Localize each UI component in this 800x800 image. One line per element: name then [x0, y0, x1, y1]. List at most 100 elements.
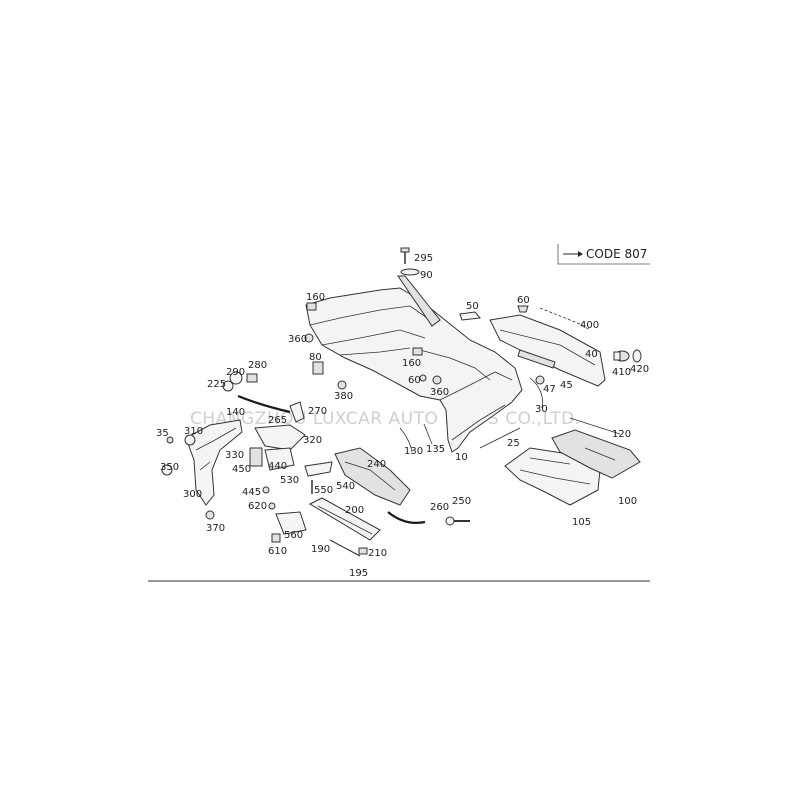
bracket-80 — [312, 361, 324, 375]
watermark: CHANGZHOU LUXCAR AUTO PARTS CO.,LTD. — [190, 409, 581, 429]
strip-135 — [423, 423, 433, 445]
bumper-cover — [305, 275, 523, 453]
bracket-270 — [289, 401, 305, 423]
callout-label: 210 — [368, 548, 387, 559]
callout-label: 440 — [268, 461, 287, 472]
moulding-400 — [489, 307, 606, 387]
bracket-560 — [275, 511, 307, 535]
callout-label: 290 — [226, 367, 245, 378]
clip-60 — [517, 305, 529, 313]
callout-label: 540 — [336, 481, 355, 492]
callout-label: 30 — [535, 404, 548, 415]
mount-290 — [229, 371, 258, 385]
callout-label: 105 — [572, 517, 591, 528]
callout-label: 265 — [268, 415, 287, 426]
callout-label: 80 — [309, 352, 322, 363]
callout-label: 360 — [288, 334, 307, 345]
callout-label: 40 — [585, 349, 598, 360]
clip-360b — [432, 375, 442, 385]
callout-label: 225 — [207, 379, 226, 390]
callout-label: 350 — [160, 462, 179, 473]
clip-90 — [400, 268, 420, 276]
callout-label: 330 — [225, 450, 244, 461]
clip-160 — [306, 302, 317, 311]
cable-260 — [387, 511, 426, 524]
callout-label: 400 — [580, 320, 599, 331]
callout-label: 200 — [345, 505, 364, 516]
callout-label: 445 — [242, 487, 261, 498]
callout-label: 250 — [452, 496, 471, 507]
callout-label: 560 — [284, 530, 303, 541]
arrow-right-icon — [563, 251, 583, 257]
callout-label: 620 — [248, 501, 267, 512]
callout-label: 120 — [612, 429, 631, 440]
bracket-320 — [254, 424, 306, 451]
callout-label: 140 — [226, 407, 245, 418]
clip-350 — [161, 464, 173, 476]
clip-610 — [271, 533, 281, 543]
callout-label: 240 — [367, 459, 386, 470]
callout-label: 300 — [183, 489, 202, 500]
callout-label: 530 — [280, 475, 299, 486]
bracket-50 — [459, 311, 481, 321]
grill-200 — [308, 497, 381, 541]
callout-label: 260 — [430, 502, 449, 513]
callout-label: 60 — [408, 375, 421, 386]
diffuser-105 — [504, 447, 601, 506]
callout-label: 130 — [404, 446, 423, 457]
callout-label: 135 — [426, 444, 445, 455]
callout-label: 295 — [414, 253, 433, 264]
clip-60b — [419, 374, 427, 382]
bracket-440 — [264, 447, 295, 471]
callout-label: 60 — [517, 295, 530, 306]
rod-190 — [329, 539, 361, 557]
callout-label: 280 — [248, 360, 267, 371]
callout-label: 10 — [455, 452, 468, 463]
strip-120 — [569, 417, 621, 435]
screw-295 — [400, 247, 410, 264]
callout-label: 35 — [156, 428, 169, 439]
trim-240 — [334, 447, 411, 506]
clip-445 — [262, 486, 270, 494]
cable-270 — [237, 394, 291, 414]
washer-310 — [184, 434, 196, 446]
strip-30 — [529, 377, 543, 409]
callout-label: 47 — [543, 384, 556, 395]
callout-label: 410 — [612, 367, 631, 378]
screw-35 — [166, 436, 174, 444]
clip-370 — [205, 510, 215, 520]
cap-210 — [358, 547, 368, 555]
strip-40 — [517, 349, 556, 369]
ring-420 — [632, 349, 642, 363]
washer-225 — [222, 380, 234, 392]
clip-47 — [535, 375, 545, 385]
callout-label: 360 — [430, 387, 449, 398]
strip-130 — [399, 427, 413, 453]
panel-100 — [551, 429, 641, 479]
callout-label: 370 — [206, 523, 225, 534]
callout-label: 25 — [507, 438, 520, 449]
code-box-label: CODE 807 — [586, 247, 647, 261]
callout-label: 310 — [184, 426, 203, 437]
callout-label: 50 — [466, 301, 479, 312]
callout-label: 380 — [334, 391, 353, 402]
callout-label: 270 — [308, 406, 327, 417]
callout-label: 420 — [630, 364, 649, 375]
callout-label: 195 — [349, 568, 368, 579]
callout-label: 160 — [306, 292, 325, 303]
code-box: CODE 807 — [557, 244, 650, 265]
callout-label: 90 — [420, 270, 433, 281]
callout-label: 190 — [311, 544, 330, 555]
callout-label: 450 — [232, 464, 251, 475]
clip-620 — [268, 502, 276, 510]
callout-label: 320 — [303, 435, 322, 446]
bracket-530 — [304, 461, 333, 477]
bracket-330 — [249, 447, 263, 467]
callout-label: 45 — [560, 380, 573, 391]
clip-160b — [412, 347, 423, 356]
bracket-300 — [185, 419, 243, 506]
callout-label: 610 — [268, 546, 287, 557]
bolt-250 — [445, 516, 470, 526]
